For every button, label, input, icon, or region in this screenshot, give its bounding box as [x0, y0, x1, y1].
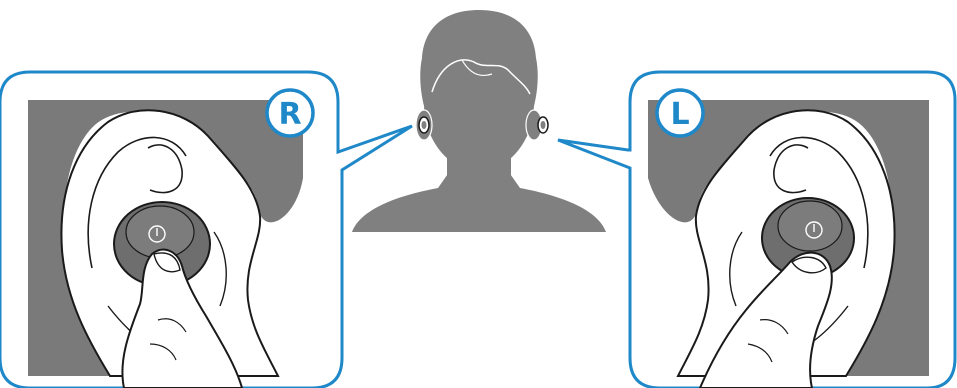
left-ear-panel: L — [558, 72, 955, 388]
right-ear-panel: R — [0, 72, 412, 388]
left-badge: L — [657, 90, 703, 136]
right-badge: R — [267, 90, 313, 136]
left-badge-label: L — [670, 97, 689, 132]
head-silhouette-icon — [352, 10, 606, 232]
right-badge-label: R — [278, 97, 301, 132]
